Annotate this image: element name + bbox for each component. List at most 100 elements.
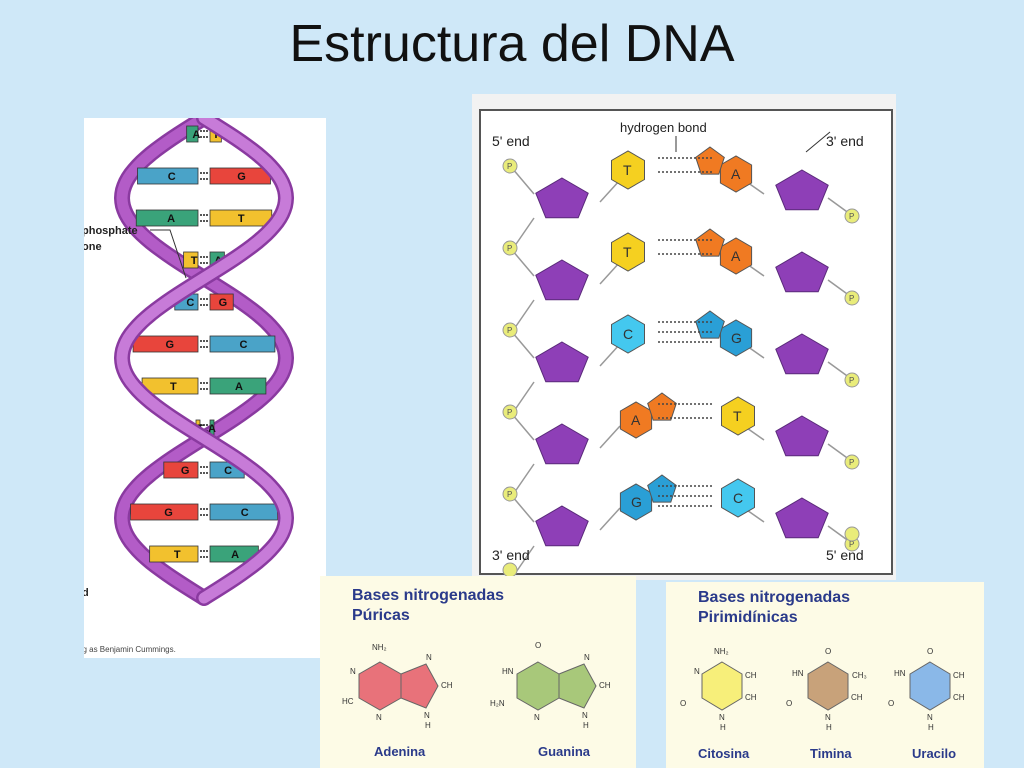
- hbond-dot: [206, 214, 208, 216]
- hbond-dot: [203, 514, 205, 516]
- guanine-n7: N: [584, 653, 590, 662]
- helix-base-right-letter: A: [208, 423, 216, 435]
- thymine-molecule: O HN CH₃ CH O N H Timina: [786, 647, 867, 761]
- adenine-n9: N: [424, 711, 430, 720]
- hbond-dot: [203, 424, 205, 426]
- helix-base-left-letter: G: [181, 465, 190, 477]
- top-right-end-label: 3' end: [826, 133, 864, 149]
- uracil-ring: [909, 661, 951, 711]
- helix-base-left: [183, 251, 199, 269]
- hbond-dot: [206, 424, 208, 426]
- hbond-dot: [203, 550, 205, 552]
- adenine-nh2: NH₂: [372, 643, 387, 652]
- cytosine-ch1: CH: [745, 671, 757, 680]
- pyrimidine-heading-line2: Pirimidínicas: [698, 609, 798, 626]
- guanine-n3: N: [534, 713, 540, 722]
- left-base-link: [599, 261, 621, 285]
- adenine-n1: N: [350, 667, 356, 676]
- cytosine-nh2: NH₂: [714, 647, 729, 656]
- pyrimidine-hex: [721, 478, 755, 518]
- left-base-link: [599, 425, 621, 449]
- hbond-dot: [203, 298, 205, 300]
- fragment-label: d: [84, 587, 89, 599]
- helix-base-left: [130, 503, 199, 521]
- adenine-h: H: [425, 721, 431, 730]
- image-credit: ng as Benjamin Cummings.: [84, 645, 176, 654]
- guanine-h: H: [583, 721, 589, 730]
- hbond-dot: [200, 508, 202, 510]
- thymine-o2: O: [786, 699, 792, 708]
- uracil-o2: O: [888, 699, 894, 708]
- hbond-dot: [206, 346, 208, 348]
- uracil-h: H: [928, 723, 934, 732]
- hbond-dot: [200, 514, 202, 516]
- hbond-dot: [200, 220, 202, 222]
- bottom-right-phosphate: [844, 526, 860, 542]
- hbond-dot: [206, 472, 208, 474]
- pyrimidine-bases-drawing: Bases nitrogenadas Pirimidínicas NH₂ N C…: [680, 589, 965, 761]
- slide-title: Estructura del DNA: [289, 15, 735, 73]
- hbond-dot: [206, 556, 208, 558]
- hbond-dot: [200, 424, 202, 426]
- hbond-dot: [200, 388, 202, 390]
- hbond-dot: [200, 304, 202, 306]
- guanine-name: Guanina: [538, 744, 591, 759]
- guanine-o: O: [535, 641, 541, 650]
- backbone-strand-back-inner: [116, 118, 292, 604]
- helix-base-left: [137, 167, 199, 185]
- right-phosphate-letter: P: [849, 294, 854, 303]
- left-sugar: [535, 341, 589, 383]
- left-backbone-link: [511, 413, 535, 441]
- hbond-dot: [203, 382, 205, 384]
- phosphate-pointer-line: [150, 229, 187, 279]
- hbond-dot: [200, 262, 202, 264]
- helix-back-strand: [113, 118, 295, 606]
- purine-pent: [647, 474, 677, 503]
- uracil-ch1: CH: [953, 671, 965, 680]
- right-sugar: [775, 333, 829, 375]
- pyrimidine-hex: [611, 150, 645, 190]
- right-phosphate-letter: P: [849, 212, 854, 221]
- cytosine-ring: [701, 661, 743, 711]
- cytosine-ch2: CH: [745, 693, 757, 702]
- guanine-n9: N: [582, 711, 588, 720]
- guanine-six-ring: [516, 661, 560, 711]
- left-phosphate: [502, 404, 518, 420]
- thymine-h: H: [826, 723, 832, 732]
- hbond-dot: [200, 346, 202, 348]
- left-backbone-link: [511, 495, 535, 523]
- helix-base-left-letter: C: [168, 171, 176, 183]
- adenine-molecule: NH₂ N HC N N CH N H Adenina: [342, 643, 453, 759]
- left-phosphate: [502, 322, 518, 338]
- left-phosphate-letter: P: [507, 490, 512, 499]
- right-phosphate: [844, 208, 860, 224]
- hbond-dot: [200, 556, 202, 558]
- top-left-end-label: 5' end: [492, 133, 530, 149]
- guanine-h2n: H₂N: [490, 699, 505, 708]
- backbone-strand-back: [113, 118, 295, 606]
- helix-front-strand: [113, 118, 295, 606]
- adenine-hc: HC: [342, 697, 354, 706]
- left-sugar: [535, 177, 589, 219]
- purine-heading-line2: Púricas: [352, 607, 410, 624]
- purine-pent: [695, 228, 725, 257]
- uracil-hn: HN: [894, 669, 906, 678]
- right-phosphate-letter: P: [849, 458, 854, 467]
- helix-base-right-letter: G: [237, 171, 246, 183]
- hbond-dot: [203, 508, 205, 510]
- purine-bases-drawing: Bases nitrogenadas Púricas NH₂ N HC N N …: [342, 587, 611, 759]
- left-phosphate-letter: P: [507, 408, 512, 417]
- pyrimidine-hex: [721, 396, 755, 436]
- helix-base-right: [209, 293, 234, 311]
- helix-base-right-letter: A: [235, 381, 243, 393]
- hbond-dot: [200, 214, 202, 216]
- hbond-dot: [206, 466, 208, 468]
- left-backbone-link: [511, 249, 535, 277]
- purine-pent: [695, 146, 725, 175]
